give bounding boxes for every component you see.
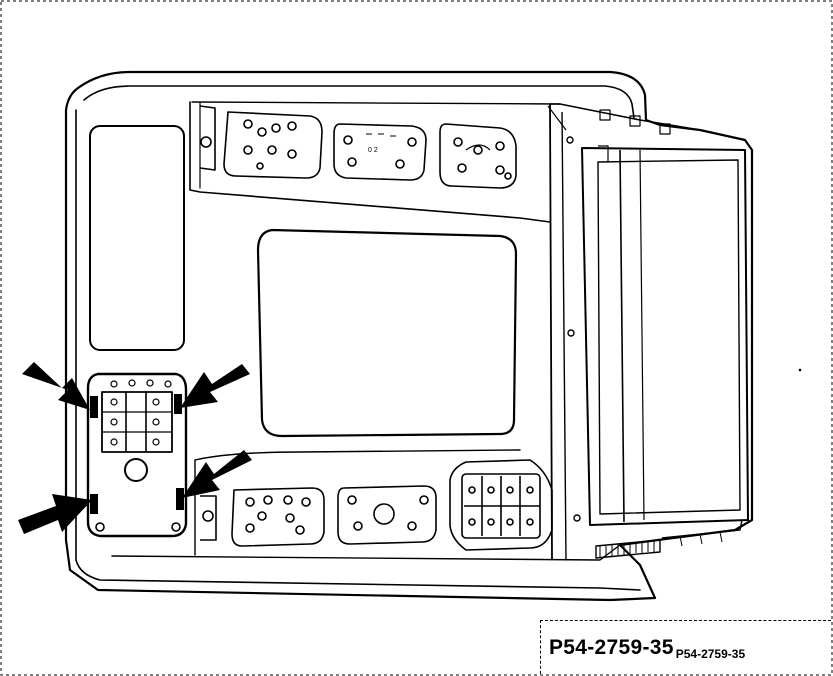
housing [64,70,754,602]
figure-reference-code-small: P54-2759-35 [675,646,746,661]
arrow-bottom-left [18,494,92,534]
relay-block [86,372,188,538]
clip-tab-top-left [90,396,98,418]
connector-1 [199,105,323,179]
arrow-top-left [22,362,90,410]
center-window [256,228,518,438]
connector-2 [333,123,427,181]
connector-5 [337,485,437,545]
figure-code-box: P54-2759-35 P54-2759-35 [540,620,831,674]
arrow-top-right [180,364,250,408]
connector-6 [449,459,553,551]
left-slot [89,125,185,351]
clip-tab-top-right [174,394,182,414]
arrow-bottom-right [182,450,252,498]
connector-2-label: 0 2 [368,147,378,154]
connector-3 [439,123,517,189]
clip-tab-bottom-right [176,488,184,510]
right-module [547,103,749,561]
clip-tab-bottom-left [90,494,98,514]
connector-4 [200,487,325,547]
figure-reference-code: P54-2759-35 [549,635,674,659]
